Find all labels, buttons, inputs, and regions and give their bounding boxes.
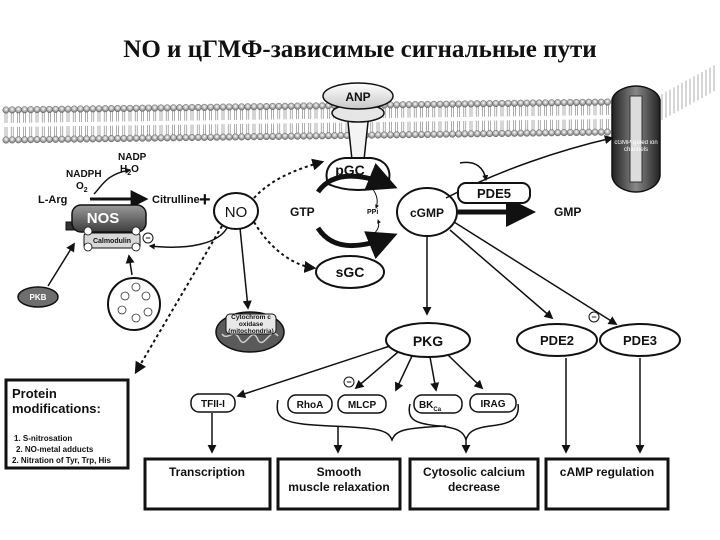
citrulline-label: Citrulline	[152, 194, 200, 206]
channel-label: cGMP-gated ion channels	[614, 140, 658, 153]
outcome-boxes: Transcription Smooth muscle relaxation C…	[143, 457, 670, 511]
mito-label: Cytochrom c oxidase (mitochondria)	[228, 314, 274, 335]
nos-reaction: NADPH O2 NADP H2O L-Arg Citrulline + NOS…	[38, 152, 229, 252]
no-node: NO	[134, 158, 325, 375]
h2o-h: H	[120, 164, 127, 175]
h2o-o: O	[131, 164, 139, 175]
protein-item-2: 2. NO-metal adducts	[16, 445, 94, 454]
o2-label: O	[76, 181, 84, 192]
sgc-label: sGC	[336, 264, 365, 280]
l-arg-label: L-Arg	[38, 194, 67, 206]
camp-label: cAMP regulation	[560, 465, 654, 479]
pde5-box	[457, 182, 531, 204]
minus-sign: −	[145, 233, 150, 243]
cell-membrane	[2, 65, 715, 144]
page-title: NO и цГМФ-зависимые сигнальные пути	[123, 36, 597, 63]
svg-text:BKCa: BKCa	[419, 400, 442, 413]
tfii-label: TFII-I	[201, 399, 225, 410]
calmodulin-label: Calmodulin	[93, 238, 131, 245]
transcription-label: Transcription	[169, 465, 245, 479]
bk-sub: Ca	[433, 407, 441, 413]
bk-label: BK	[419, 400, 434, 411]
no-label: NO	[225, 204, 248, 221]
protein-title-2: modifications:	[12, 401, 101, 416]
smooth-line-2: muscle relaxation	[288, 480, 389, 494]
anp-ligand	[322, 82, 394, 110]
calcium-line-2: decrease	[448, 480, 500, 494]
calcium-line-1: Cytosolic calcium	[423, 465, 525, 479]
pde2-label: PDE2	[540, 333, 574, 348]
calcium-cluster	[107, 254, 161, 331]
pkb-label: PKB	[30, 293, 47, 302]
gmp-label: GMP	[554, 205, 581, 219]
gtp-label: GTP	[290, 205, 315, 219]
o2-sub: 2	[84, 187, 88, 194]
irag-label: IRAG	[481, 399, 506, 410]
sgc-node	[315, 255, 385, 289]
pkb-node: PKB	[17, 242, 75, 308]
pde5-label: PDE5	[477, 186, 511, 201]
cyclase-reaction: GTP PPi sGC	[290, 162, 398, 289]
ppi-label: PPi	[367, 209, 378, 216]
rhoa-label: RhoA	[297, 400, 324, 411]
pkg-node: PKG −	[236, 322, 484, 399]
pde3-label: PDE3	[623, 333, 657, 348]
cgmp-gated-channel: cGMP-gated ion channels	[611, 85, 661, 193]
pkg-targets: TFII-I RhoA MLCP BKCa IRAG	[190, 393, 520, 454]
nadph-label: NADPH	[66, 169, 102, 180]
pkg-minus: −	[346, 377, 351, 387]
cgmp-node: cGMP PDE5 GMP	[396, 135, 618, 325]
protein-title-1: Protein	[12, 386, 57, 401]
cgmp-label: cGMP	[410, 206, 444, 220]
protein-modifications-box: Protein modifications: 1. S-nitrosation …	[4, 378, 130, 470]
nadp-label: NADP	[118, 152, 147, 163]
anp-label: ANP	[345, 90, 370, 104]
pkg-label: PKG	[413, 333, 443, 349]
nos-enzyme	[71, 204, 147, 233]
protein-item-1: 1. S-nitrosation	[14, 434, 72, 443]
pde-minus: −	[591, 312, 596, 322]
pde-nodes: PDE2 PDE3 −	[516, 311, 681, 454]
nos-label: NOS	[87, 210, 120, 227]
plus-sign: +	[199, 189, 211, 211]
calmodulin	[83, 232, 141, 249]
svg-text:O2: O2	[76, 181, 88, 194]
mitochondria: Cytochrom c oxidase (mitochondria)	[215, 311, 285, 353]
smooth-line-1: Smooth	[317, 465, 362, 479]
protein-item-3: 2. Nitration of Tyr, Trp, His	[12, 456, 112, 465]
mlcp-label: MLCP	[348, 400, 377, 411]
